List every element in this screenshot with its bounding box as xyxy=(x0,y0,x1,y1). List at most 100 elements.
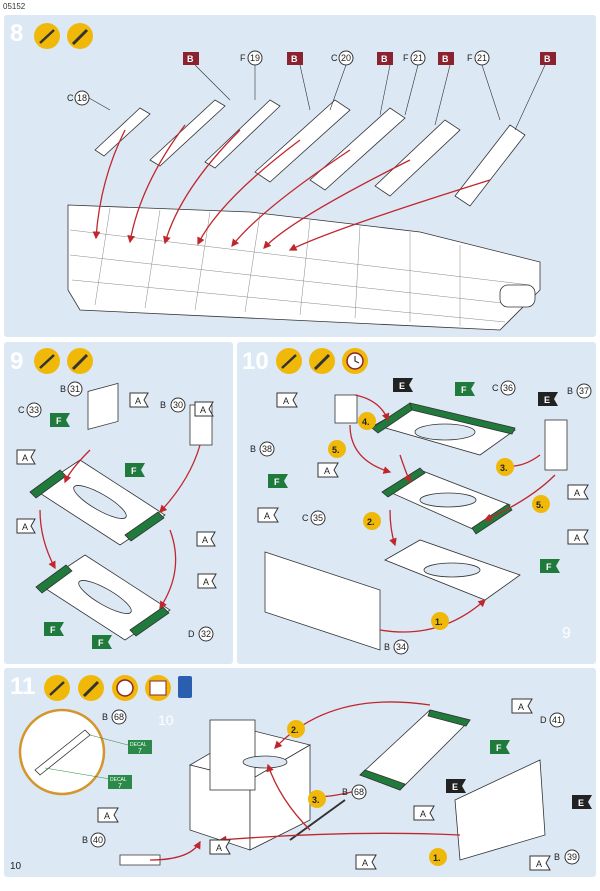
svg-text:21: 21 xyxy=(413,53,423,63)
svg-text:B: B xyxy=(544,54,551,64)
decal-flag-b xyxy=(183,52,199,65)
step-8-part-labels: C 18 B F 19 B C 20 B F 21 B F 21 B xyxy=(67,50,556,106)
svg-text:35: 35 xyxy=(313,513,323,523)
svg-text:A: A xyxy=(22,522,28,532)
header-code: 05152 xyxy=(3,2,26,11)
svg-text:B: B xyxy=(567,386,573,396)
svg-text:33: 33 xyxy=(29,405,39,415)
step-11-part-labels: B 68 10 2. A D 41 DECAL 7 F DECAL 7 B 68… xyxy=(82,698,592,871)
svg-text:C: C xyxy=(18,405,25,415)
svg-text:5.: 5. xyxy=(332,445,340,455)
svg-text:D: D xyxy=(540,715,547,725)
svg-text:68: 68 xyxy=(354,787,364,797)
svg-text:F: F xyxy=(403,53,409,63)
svg-text:4.: 4. xyxy=(362,417,370,427)
svg-text:C: C xyxy=(331,53,338,63)
step-9-number: 9 xyxy=(10,348,24,375)
svg-text:C: C xyxy=(67,93,74,103)
svg-text:2.: 2. xyxy=(291,725,299,735)
svg-text:A: A xyxy=(283,396,289,406)
step-10-platforms xyxy=(264,394,568,651)
svg-text:F: F xyxy=(56,416,62,426)
step-8-leader-lines xyxy=(88,64,546,131)
svg-text:F: F xyxy=(50,625,56,635)
svg-text:F: F xyxy=(461,385,467,395)
svg-text:A: A xyxy=(202,535,208,545)
svg-text:9: 9 xyxy=(562,625,571,642)
step-8-deck xyxy=(67,204,541,331)
svg-text:A: A xyxy=(216,843,222,853)
svg-text:A: A xyxy=(200,405,206,415)
paint-bottle-icon xyxy=(178,676,192,698)
step-8-arrows xyxy=(92,124,491,251)
svg-text:B: B xyxy=(187,54,194,64)
svg-text:B: B xyxy=(554,852,560,862)
svg-text:F: F xyxy=(240,53,246,63)
svg-text:E: E xyxy=(578,798,584,808)
svg-text:34: 34 xyxy=(396,642,406,652)
svg-text:A: A xyxy=(135,396,141,406)
svg-text:F: F xyxy=(496,743,502,753)
svg-text:F: F xyxy=(98,638,104,648)
svg-text:18: 18 xyxy=(77,93,87,103)
step-11-tool-icons xyxy=(44,675,192,701)
svg-text:A: A xyxy=(574,533,580,543)
svg-text:B: B xyxy=(342,787,348,797)
svg-text:A: A xyxy=(264,511,270,521)
svg-text:30: 30 xyxy=(173,400,183,410)
step-8-grille-parts xyxy=(94,99,526,207)
step-10-number: 10 xyxy=(242,348,269,375)
svg-text:40: 40 xyxy=(93,835,103,845)
svg-text:36: 36 xyxy=(503,383,513,393)
svg-text:39: 39 xyxy=(567,852,577,862)
svg-text:DECAL: DECAL xyxy=(130,742,147,748)
svg-text:A: A xyxy=(536,859,542,869)
svg-text:A: A xyxy=(104,811,110,821)
svg-text:31: 31 xyxy=(70,384,80,394)
svg-text:B: B xyxy=(442,54,449,64)
svg-text:B: B xyxy=(381,54,388,64)
svg-text:21: 21 xyxy=(477,53,487,63)
step-10-tool-icons xyxy=(276,348,368,374)
step-9-tool-icons xyxy=(34,348,93,374)
svg-text:E: E xyxy=(452,782,458,792)
svg-text:B: B xyxy=(250,444,256,454)
step-9-arrows xyxy=(39,444,201,610)
svg-text:68: 68 xyxy=(114,712,124,722)
svg-text:A: A xyxy=(574,488,580,498)
svg-text:B: B xyxy=(60,384,66,394)
svg-text:19: 19 xyxy=(250,53,260,63)
svg-text:A: A xyxy=(22,453,28,463)
svg-text:5.: 5. xyxy=(536,500,544,510)
svg-text:E: E xyxy=(544,395,550,405)
svg-text:B: B xyxy=(102,712,108,722)
svg-text:F: F xyxy=(546,562,552,572)
svg-text:A: A xyxy=(420,809,426,819)
step-11-tower xyxy=(119,709,546,866)
step-8-number: 8 xyxy=(10,20,24,47)
svg-text:41: 41 xyxy=(552,715,562,725)
svg-text:3.: 3. xyxy=(312,795,320,805)
step-9-platforms xyxy=(29,382,213,641)
svg-text:37: 37 xyxy=(579,386,589,396)
svg-text:1.: 1. xyxy=(435,617,443,627)
svg-text:F: F xyxy=(467,53,473,63)
step-9-part-labels: B 31 A B 30 A C 33 F A F A A A D 32 F F xyxy=(16,381,217,649)
svg-text:A: A xyxy=(518,702,524,712)
step-8-tool-icons xyxy=(34,23,93,49)
svg-text:7: 7 xyxy=(118,783,122,790)
svg-text:10: 10 xyxy=(158,712,174,728)
svg-text:E: E xyxy=(399,381,405,391)
step-11-detail-inset xyxy=(18,708,129,796)
svg-text:A: A xyxy=(324,466,330,476)
svg-text:DECAL: DECAL xyxy=(110,777,127,783)
svg-text:32: 32 xyxy=(201,629,211,639)
svg-text:B: B xyxy=(160,400,166,410)
svg-text:B: B xyxy=(291,54,298,64)
svg-text:B: B xyxy=(384,642,390,652)
svg-text:F: F xyxy=(274,477,280,487)
step-11-number: 11 xyxy=(10,673,36,700)
svg-text:20: 20 xyxy=(341,53,351,63)
svg-text:2.: 2. xyxy=(367,517,375,527)
